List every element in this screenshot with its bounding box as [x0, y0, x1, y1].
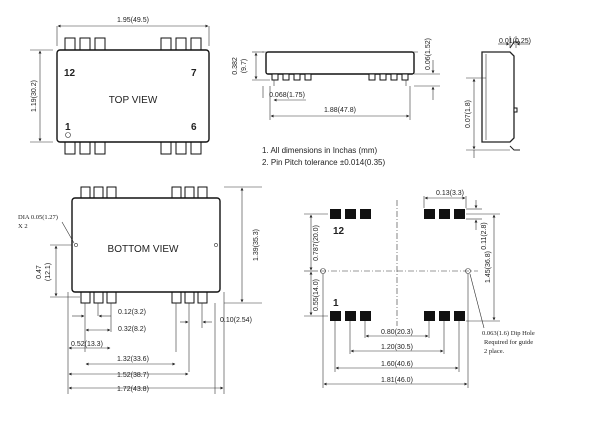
- bottom-view-pins-top: [80, 186, 208, 199]
- top-view-pins-bottom: [64, 141, 202, 155]
- end-view-lead-dim: 0.07(1.8): [465, 100, 472, 128]
- dia-note-a: DIA 0.05(1.27): [18, 214, 58, 221]
- side-view-body: [265, 51, 415, 75]
- bottom-view: BOTTOM VIEW DIA 0.05(1.27) X 2 1.39(35.3…: [18, 186, 262, 394]
- side-view-leads: [271, 73, 409, 86]
- bottom-view-label: BOTTOM VIEW: [108, 244, 179, 255]
- hole-note-1: 0.063(1.6) Dip Hole: [482, 330, 535, 337]
- end-view-thickness-dim: 0.01(0.25): [499, 38, 531, 45]
- hole-note-3: 2 place.: [484, 348, 505, 355]
- dim-0-10: 0.10(2.54): [220, 317, 252, 324]
- end-view: 0.01(0.25) 0.07(1.8): [465, 36, 531, 158]
- end-view-body: [481, 51, 515, 143]
- side-view-lead-dim: 0.06(1.52): [425, 38, 432, 70]
- side-view-pin-span: 1.88(47.8): [324, 107, 356, 114]
- side-view-pin-offset: 0.068(1.75): [269, 92, 305, 99]
- top-view-height-dim: 1.19(30.2): [31, 80, 38, 112]
- guide-hole-right: [465, 268, 471, 274]
- fp-dim-0-11: 0.11(2.8): [481, 222, 488, 250]
- guide-hole-left: [320, 268, 326, 274]
- fp-dim-1-45: 1.45(36.8): [485, 251, 492, 283]
- top-view-pin-6: 6: [191, 122, 197, 133]
- footprint-pads-bottom: [330, 311, 465, 321]
- dim-0-12: 0.12(3.2): [118, 309, 146, 316]
- footprint-pin-12: 12: [333, 226, 345, 237]
- bottom-view-hole-right: [214, 243, 218, 247]
- bottom-view-left-dim-b: (12.1): [45, 263, 52, 281]
- dim-0-52: 0.52(13.3): [71, 341, 103, 348]
- top-view-label: TOP VIEW: [109, 95, 158, 106]
- dia-note-b: X 2: [18, 223, 28, 230]
- fp-dim-1-20: 1.20(30.5): [381, 344, 413, 351]
- dim-1-72: 1.72(43.8): [117, 386, 149, 393]
- fp-dim-0-80: 0.80(20.3): [381, 329, 413, 336]
- top-view-body: [56, 49, 210, 143]
- top-view: TOP VIEW 12 7 1 6 1.95(49.5) 1.19(30.2): [30, 17, 210, 155]
- side-view-height-b: (9.7): [241, 59, 248, 73]
- top-view-width-dim: 1.95(49.5): [117, 17, 149, 24]
- fp-dim-0-55: 0.55(14.0): [313, 279, 320, 311]
- bottom-view-left-dim-a: 0.47: [36, 265, 43, 279]
- notes: 1. All dimensions in Inchas (mm) 2. Pin …: [262, 146, 385, 167]
- fp-dim-1-81: 1.81(46.0): [381, 377, 413, 384]
- bottom-view-height-dim: 1.39(35.3): [253, 229, 260, 261]
- fp-dim-0-787: 0.787(20.0): [313, 225, 320, 261]
- fp-dim-1-60: 1.60(40.6): [381, 361, 413, 368]
- footprint: 12 1 0.13(3.3) 0.11(2.8) 1.45(36.8) 0.78…: [304, 190, 535, 388]
- top-view-pin-1: 1: [65, 122, 71, 133]
- dim-1-32: 1.32(33.6): [117, 356, 149, 363]
- footprint-pin-1: 1: [333, 298, 339, 309]
- top-view-pin-12: 12: [64, 68, 76, 79]
- fp-dim-0-13: 0.13(3.3): [436, 190, 464, 197]
- footprint-pads-top: [330, 209, 465, 219]
- side-view-height-a: 0.382: [232, 57, 239, 75]
- hole-note-2: Required for guide: [484, 339, 533, 346]
- bottom-view-pins-bottom: [80, 291, 208, 304]
- dim-1-52: 1.52(38.7): [117, 372, 149, 379]
- side-view: 0.382 (9.7) 0.06(1.52) 0.068(1.75) 1.88(…: [232, 38, 440, 120]
- dim-0-32: 0.32(8.2): [118, 326, 146, 333]
- top-view-pins-top: [64, 37, 202, 51]
- bottom-view-hole-left: [74, 243, 78, 247]
- note-line-1: 1. All dimensions in Inchas (mm): [262, 146, 377, 155]
- pin1-marker: [65, 132, 71, 138]
- top-view-pin-7: 7: [191, 68, 197, 79]
- note-line-2: 2. Pin Pitch tolerance ±0.014(0.35): [262, 158, 385, 167]
